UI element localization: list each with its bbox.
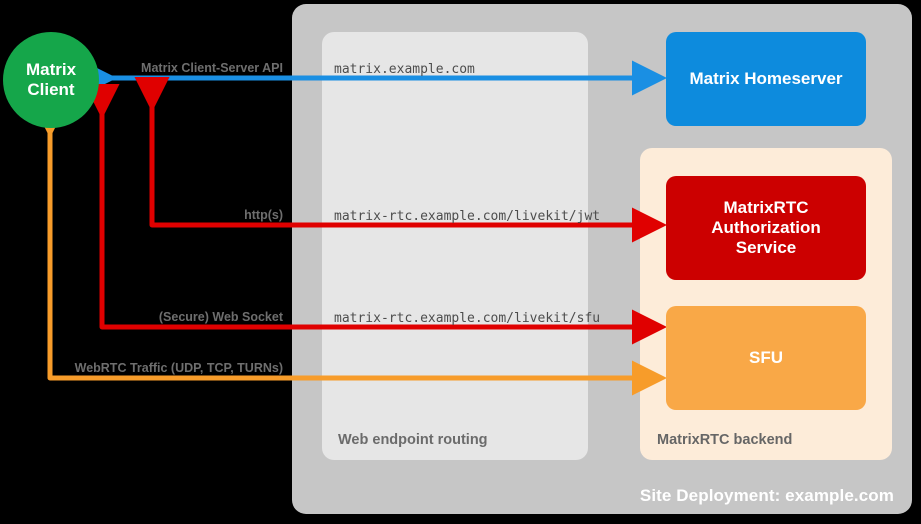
auth-service-label-line1: MatrixRTC xyxy=(723,197,809,217)
endpoint-matrix-example-com: matrix.example.com xyxy=(334,62,475,77)
node-matrix-client[interactable]: Matrix Client xyxy=(3,32,99,128)
edge-label-websocket-protocol: (Secure) Web Socket xyxy=(158,310,283,324)
endpoint-livekit-jwt: matrix-rtc.example.com/livekit/jwt xyxy=(334,209,601,224)
endpoint-livekit-sfu: matrix-rtc.example.com/livekit/sfu xyxy=(334,311,601,326)
node-matrixrtc-authorization-service[interactable]: MatrixRTC Authorization Service xyxy=(666,176,866,280)
matrix-homeserver-label: Matrix Homeserver xyxy=(689,68,843,88)
auth-service-label-line3: Service xyxy=(735,238,797,258)
web-endpoint-routing-label: Web endpoint routing xyxy=(338,432,488,448)
edge-jwt xyxy=(134,77,668,243)
site-deployment-label: Site Deployment: example.com xyxy=(639,486,894,505)
matrixrtc-backend-label: MatrixRTC backend xyxy=(657,432,793,448)
auth-service-label-line2: Authorization xyxy=(711,217,821,237)
node-matrix-homeserver[interactable]: Matrix Homeserver xyxy=(666,32,866,126)
matrix-client-label-line2: Client xyxy=(27,80,75,99)
sfu-label: SFU xyxy=(749,347,783,367)
node-sfu[interactable]: SFU xyxy=(666,306,866,410)
edge-label-client-server-api: Matrix Client-Server API xyxy=(141,61,283,75)
matrix-client-label-line1: Matrix xyxy=(25,59,77,79)
edge-webrtc-traffic xyxy=(32,103,668,396)
edge-label-jwt-protocol: http(s) xyxy=(244,208,283,222)
edge-label-webrtc-protocol: WebRTC Traffic (UDP, TCP, TURNs) xyxy=(74,361,283,375)
